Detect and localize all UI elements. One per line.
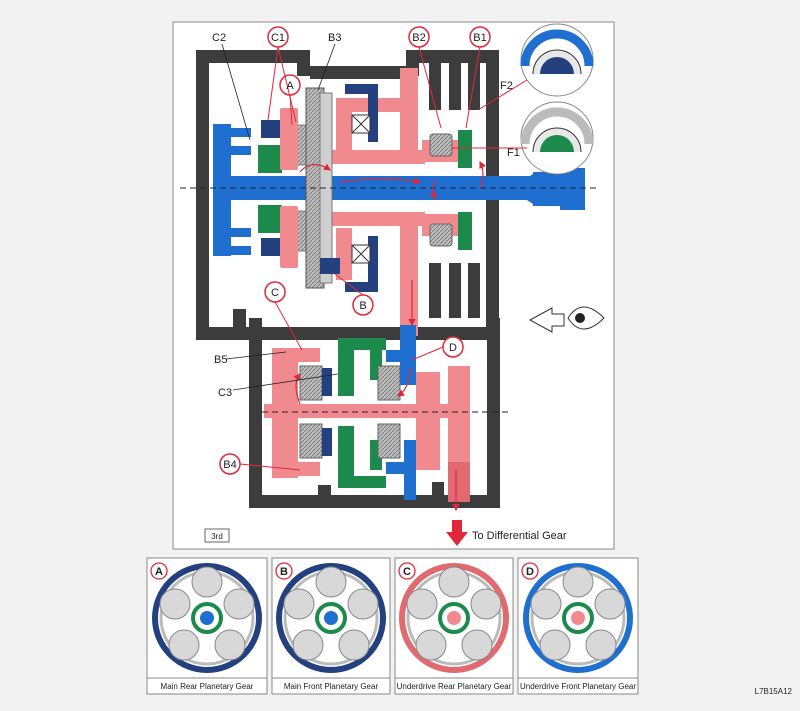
label-f1: F1	[507, 147, 520, 159]
underdrive-navy-hubs	[322, 368, 332, 456]
label-c: C	[271, 287, 279, 299]
c2-clutch-drum	[213, 124, 251, 256]
output-arrow-icon	[446, 520, 468, 546]
panel-b-letter: B	[280, 566, 288, 578]
range-label: 3rd	[211, 532, 223, 541]
c1-carrier	[258, 145, 282, 233]
panel-b-caption: Main Front Planetary Gear	[284, 682, 379, 691]
label-d: D	[449, 342, 457, 354]
label-b: B	[359, 300, 366, 312]
underdrive-planetary-gears	[299, 365, 401, 459]
label-b4: B4	[223, 459, 236, 471]
b5-b4-drum	[264, 348, 460, 478]
callout-circles	[219, 26, 491, 475]
black-leader-lines	[221, 43, 339, 391]
label-b1: B1	[473, 32, 486, 44]
underdrive-case	[249, 318, 500, 508]
underdrive-blue-carrier	[386, 325, 416, 500]
c3-clutch	[338, 338, 386, 488]
figure-code: L7B15A12	[755, 687, 793, 696]
label-a: A	[286, 80, 294, 92]
input-arrow	[533, 168, 585, 210]
panel-c-caption: Underdrive Rear Planetary Gear	[397, 682, 512, 691]
input-arrow-head	[510, 174, 533, 204]
label-c3: C3	[218, 387, 232, 399]
main-front-ring	[320, 84, 378, 292]
label-b2: B2	[412, 32, 425, 44]
upper-flow-arrows	[299, 160, 486, 327]
range-badge	[204, 528, 230, 543]
bearings	[351, 114, 371, 264]
panel-c	[394, 557, 514, 695]
eye-icon	[528, 306, 605, 333]
panel-d-caption: Underdrive Front Planetary Gear	[520, 682, 636, 691]
panel-b	[271, 557, 391, 695]
panel-a-letter: A	[155, 566, 163, 578]
panel-c-letter: C	[403, 566, 411, 578]
b1-brake	[458, 130, 472, 250]
panel-d	[517, 557, 639, 695]
label-c1: C1	[271, 32, 285, 44]
lower-flow-arrows	[293, 367, 460, 512]
label-f2: F2	[500, 80, 513, 92]
panel-a-caption: Main Rear Planetary Gear	[161, 682, 254, 691]
panel-d-letter: D	[526, 566, 534, 578]
f2-detail	[520, 23, 594, 97]
output-gear	[416, 366, 470, 502]
f1-detail	[520, 101, 594, 175]
planetary-panels: A B C D Main Rear Planetary Gear Main Fr…	[146, 557, 639, 695]
red-leader-lines	[239, 46, 528, 471]
label-b5: B5	[214, 354, 227, 366]
label-c2: C2	[212, 32, 226, 44]
output-label: To Differential Gear	[472, 530, 567, 542]
panel-a	[146, 557, 268, 695]
label-b3: B3	[328, 32, 341, 44]
f1-one-way-clutch	[429, 133, 453, 247]
